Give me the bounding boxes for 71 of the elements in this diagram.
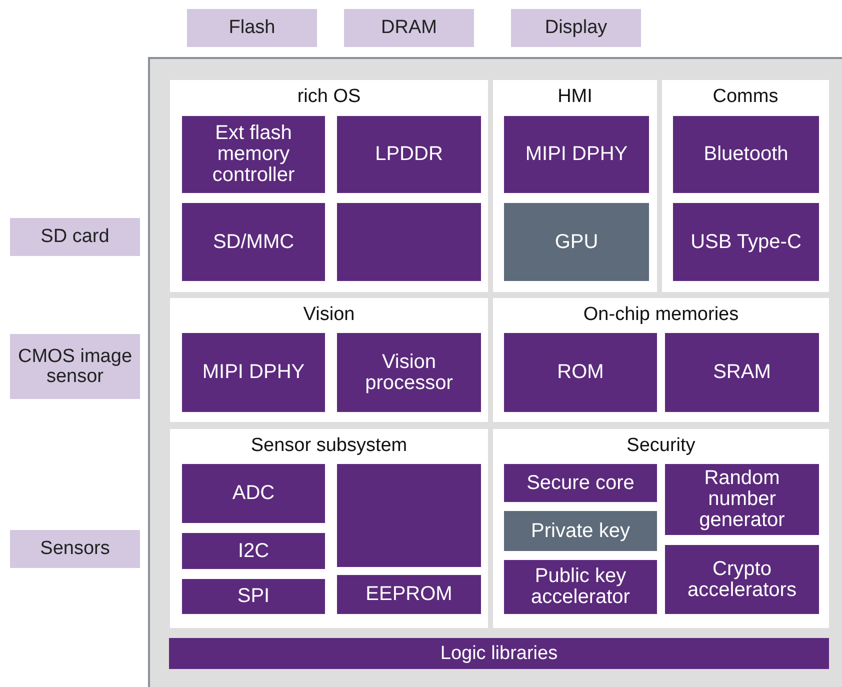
block-label: Public key accelerator — [530, 566, 631, 608]
ip-block — [182, 203, 325, 281]
block-label: USB Type-C — [690, 232, 802, 252]
block-label: SD card — [40, 227, 110, 247]
external-device-box — [10, 218, 140, 256]
panel-heading: Security — [626, 436, 696, 456]
ip-block — [504, 116, 649, 193]
block-label: Sensors — [39, 539, 111, 559]
ip-block — [182, 116, 325, 193]
logic-libraries-bar — [169, 638, 829, 669]
block-label: EEPROM — [364, 584, 454, 605]
ip-block — [673, 116, 819, 193]
panel-heading: rich OS — [296, 87, 362, 107]
ip-block — [182, 464, 325, 523]
ip-block — [337, 575, 481, 614]
external-device-box — [344, 9, 474, 47]
ip-block — [504, 511, 657, 551]
ip-block — [504, 560, 657, 614]
block-label: SD/MMC — [212, 232, 296, 252]
ip-block — [337, 464, 481, 567]
block-label: Ext flash memory controller — [211, 123, 296, 186]
ip-block — [337, 203, 481, 281]
chip-outline — [148, 57, 842, 687]
panel-heading: Sensor subsystem — [250, 436, 408, 456]
block-label: Logic libraries — [439, 644, 559, 664]
panel-heading: On-chip memories — [582, 305, 740, 325]
block-label: Display — [544, 18, 608, 38]
block-label: Random number generator — [698, 468, 786, 531]
subsystem-panel — [493, 80, 657, 292]
ip-block — [665, 333, 819, 412]
ip-block — [182, 333, 325, 412]
ip-block — [504, 203, 649, 281]
block-label: Crypto accelerators — [686, 558, 798, 600]
ip-block — [504, 333, 657, 412]
panel-heading: Comms — [712, 87, 780, 107]
external-device-box — [511, 9, 641, 47]
block-label: MIPI DPHY — [524, 144, 629, 165]
block-label: ROM — [556, 362, 605, 383]
ip-block — [337, 333, 481, 412]
ip-block — [182, 579, 325, 614]
subsystem-panel — [493, 429, 829, 628]
ip-block — [504, 464, 657, 502]
block-label: GPU — [554, 232, 600, 252]
block-label: I2C — [236, 540, 270, 562]
block-label: Private key — [530, 520, 631, 542]
block-label: Secure core — [526, 472, 636, 494]
block-label: Bluetooth — [702, 144, 790, 165]
block-label: LPDDR — [374, 144, 444, 165]
panel-heading: Vision — [302, 305, 356, 325]
block-label: Flash — [228, 18, 276, 38]
subsystem-panel — [493, 298, 829, 422]
external-device-box — [187, 9, 317, 47]
ip-block — [337, 116, 481, 193]
panel-heading: HMI — [556, 87, 594, 107]
subsystem-panel — [170, 429, 488, 628]
subsystem-panel — [170, 298, 488, 422]
external-device-box — [10, 334, 140, 399]
block-label: SRAM — [712, 362, 772, 383]
subsystem-panel — [662, 80, 829, 292]
ip-block — [665, 545, 819, 614]
block-label: DRAM — [380, 18, 438, 38]
block-label: SPI — [236, 586, 271, 607]
ip-block — [673, 203, 819, 281]
block-label: MIPI DPHY — [201, 362, 306, 383]
ip-block — [665, 464, 819, 535]
ip-block — [182, 533, 325, 569]
block-label: Vision processor — [364, 352, 454, 394]
external-device-box — [10, 530, 140, 568]
block-label: ADC — [231, 483, 276, 504]
subsystem-panel — [170, 80, 488, 292]
block-label: CMOS image sensor — [16, 346, 134, 386]
